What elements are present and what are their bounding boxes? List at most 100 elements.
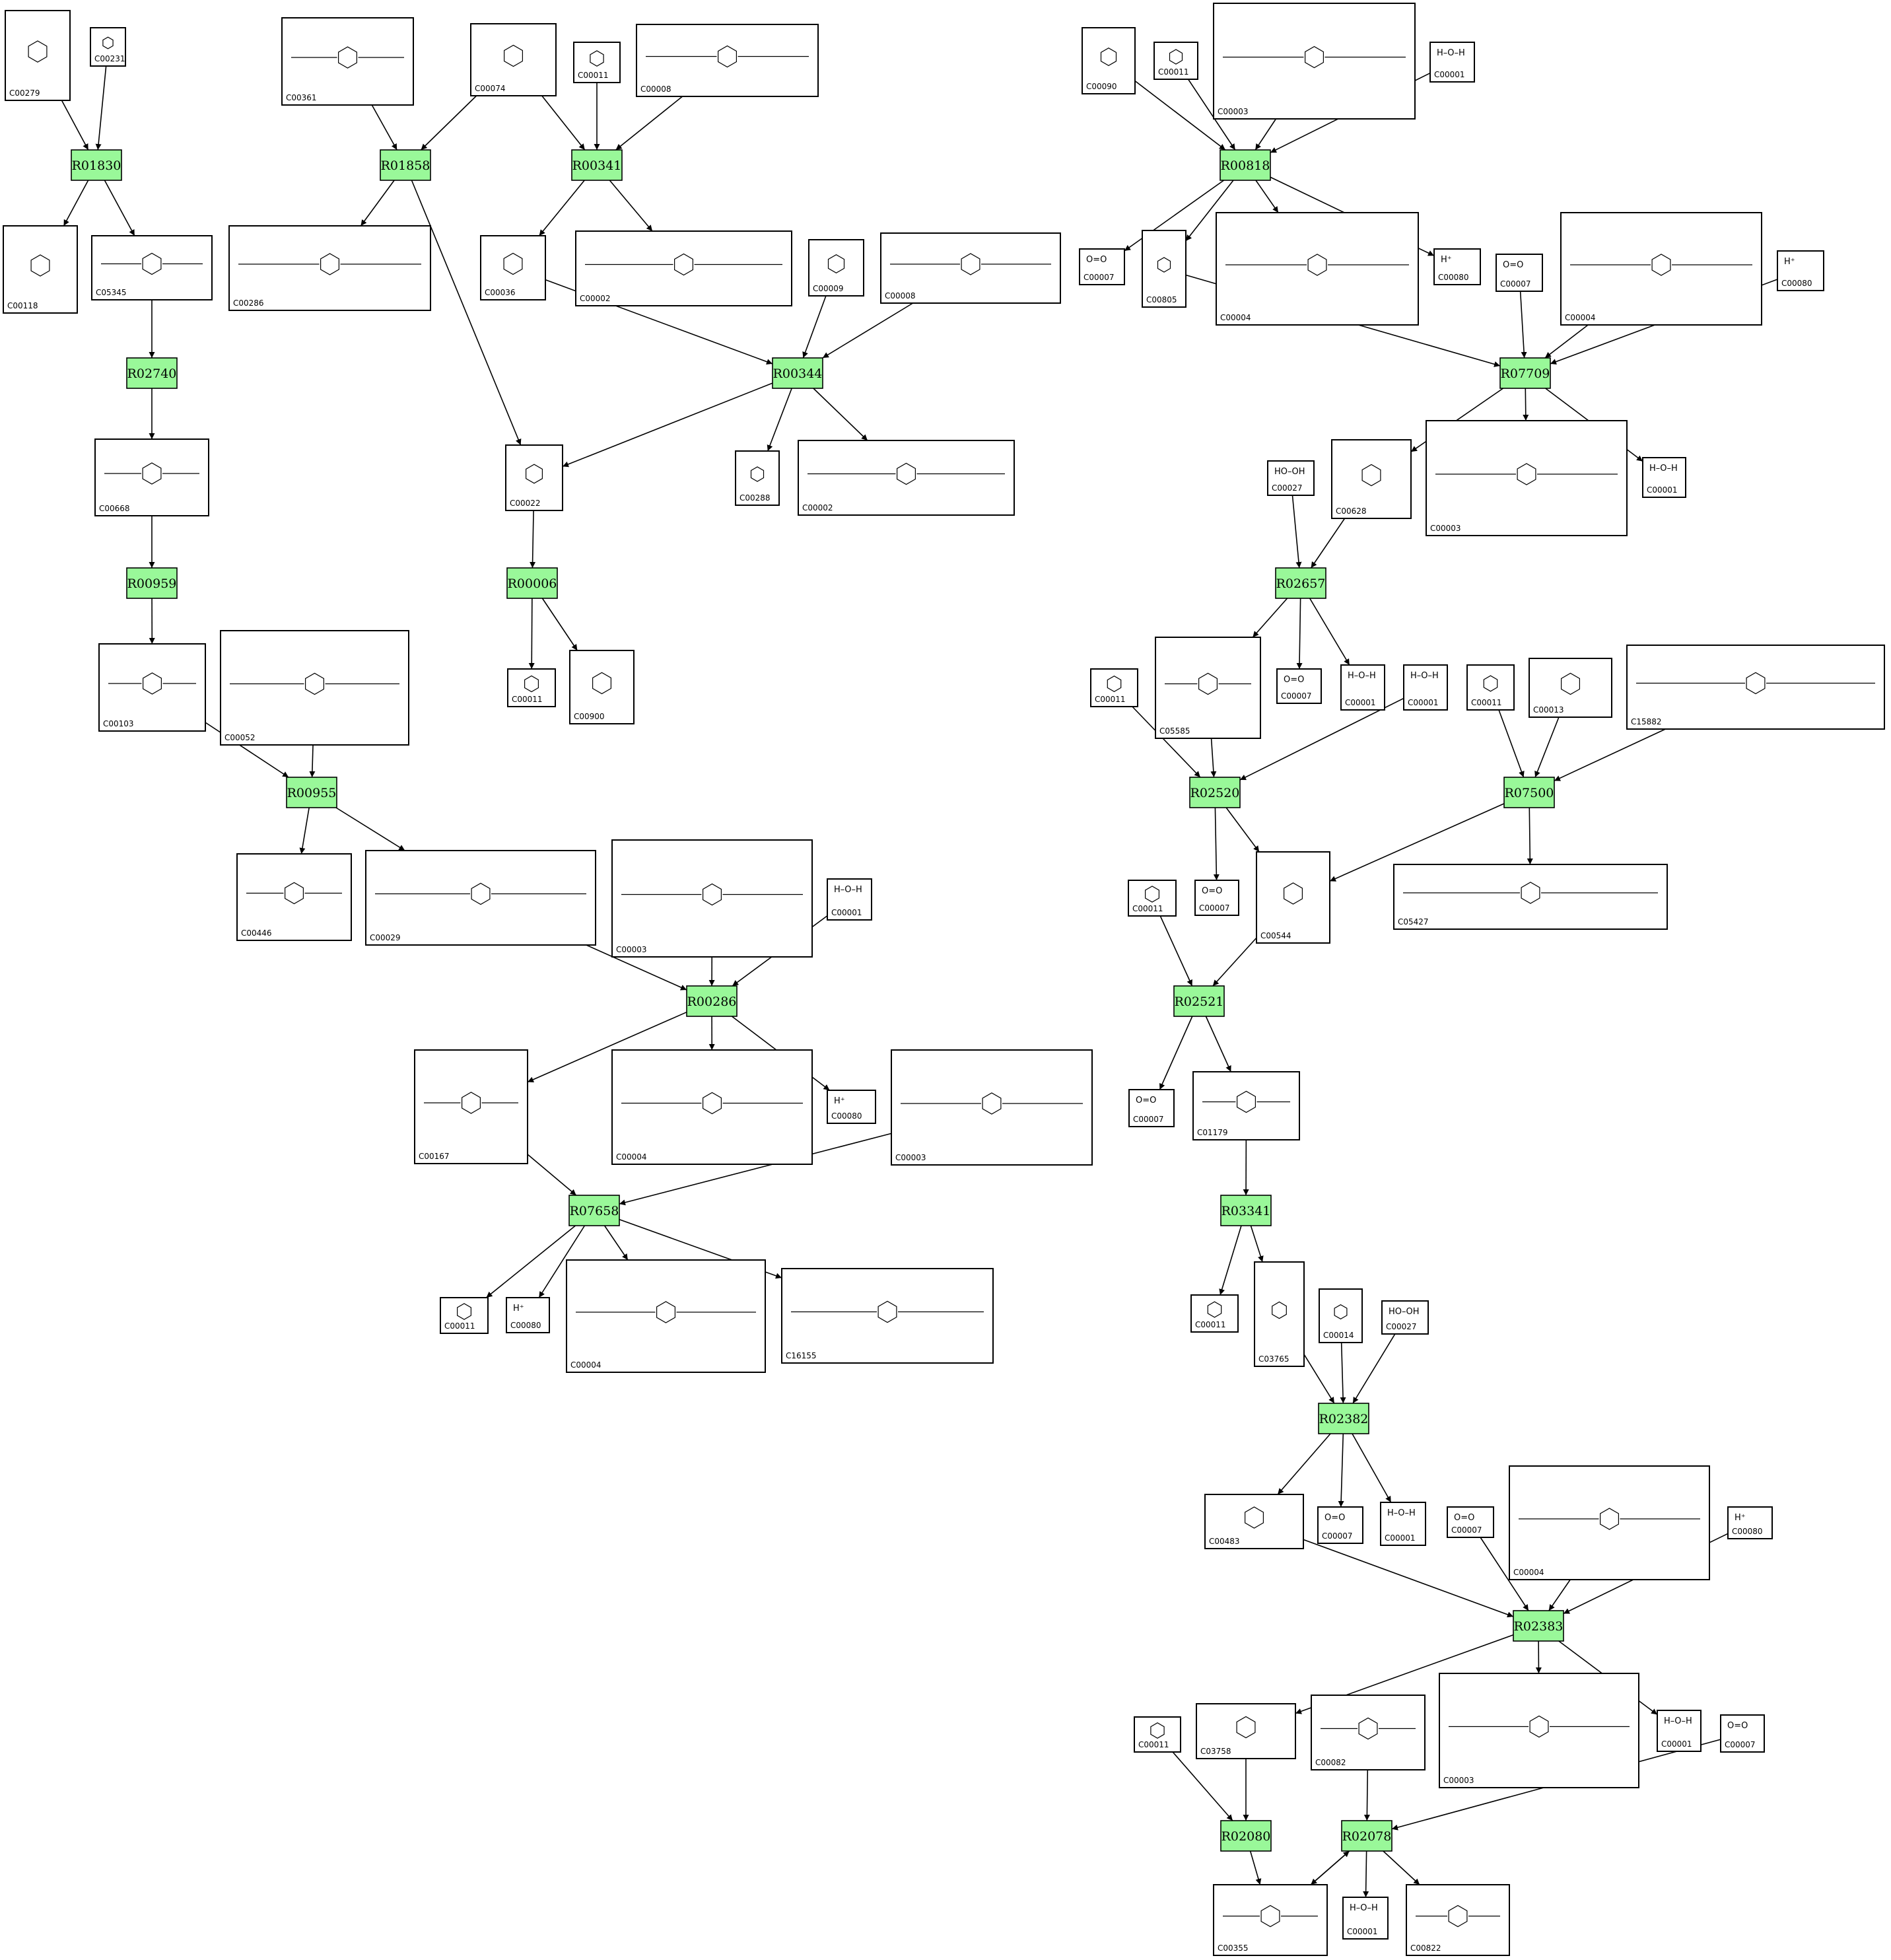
reaction-node-R00006[interactable]: R00006 [506,567,558,599]
compound-node-c00008_b[interactable]: C00008 [880,232,1061,304]
reaction-node-R02521[interactable]: R02521 [1173,985,1225,1017]
reaction-node-R07658[interactable]: R07658 [568,1195,620,1226]
compound-node-c00029[interactable]: C00029 [365,850,596,946]
compound-node-c00013[interactable]: C00013 [1529,658,1612,718]
compound-node-c00004_a[interactable]: C00004 [611,1049,813,1165]
compound-node-c00103[interactable]: C00103 [98,643,206,732]
compound-node-c00004_d[interactable]: C00004 [1560,212,1762,326]
compound-node-c00003_a[interactable]: C00003 [611,839,813,958]
compound-node-c00446[interactable]: C00446 [236,853,352,941]
reaction-node-R02080[interactable]: R02080 [1220,1820,1272,1852]
compound-node-c00008_a[interactable]: C00008 [636,24,819,97]
compound-node-c00011_a[interactable]: C00011 [573,42,621,83]
reaction-node-R02657[interactable]: R02657 [1275,567,1326,599]
reaction-node-R00959[interactable]: R00959 [126,567,178,599]
compound-node-c00288[interactable]: C00288 [735,450,780,506]
reaction-node-R07500[interactable]: R07500 [1503,777,1555,808]
compound-node-c00090[interactable]: C00090 [1082,27,1136,94]
compound-node-c00279[interactable]: C00279 [5,10,71,101]
compound-node-c00082[interactable]: C00082 [1311,1695,1426,1770]
compound-node-c00004_b[interactable]: C00004 [566,1259,766,1373]
compound-node-c00231[interactable]: C00231 [90,27,126,67]
reaction-node-R03341[interactable]: R03341 [1220,1195,1272,1226]
compound-node-c05345[interactable]: C05345 [91,235,213,300]
compound-node-c03765[interactable]: C03765 [1254,1261,1305,1367]
compound-node-c00022[interactable]: C00022 [505,444,563,511]
compound-node-c00286[interactable]: C00286 [228,225,431,311]
reaction-node-R02383[interactable]: R02383 [1513,1610,1564,1642]
reaction-node-R00344[interactable]: R00344 [772,357,823,389]
compound-node-c00355[interactable]: C00355 [1213,1884,1328,1956]
compound-node-c00011_c[interactable]: C00011 [440,1297,489,1334]
reaction-node-R01858[interactable]: R01858 [380,149,431,181]
compound-node-c00080_c[interactable]: H⁺C00080 [1433,248,1481,285]
compound-node-c00167[interactable]: C00167 [414,1049,528,1164]
compound-node-c00003_e[interactable]: C00003 [1439,1673,1639,1788]
compound-node-c05585[interactable]: C05585 [1155,637,1261,739]
compound-node-c00003_c[interactable]: C00003 [1213,3,1416,120]
compound-node-c00011_h[interactable]: C00011 [1190,1294,1239,1333]
compound-node-c00805[interactable]: C00805 [1142,230,1186,308]
compound-node-c00004_c[interactable]: C00004 [1216,212,1419,326]
reaction-node-R02382[interactable]: R02382 [1318,1403,1369,1434]
compound-node-c00011_e[interactable]: C00011 [1090,668,1138,707]
compound-node-c00014[interactable]: C00014 [1319,1288,1363,1343]
reaction-node-R00286[interactable]: R00286 [686,985,738,1017]
compound-node-c00003_d[interactable]: C00003 [1426,420,1628,536]
compound-node-c00118[interactable]: C00118 [3,225,78,314]
compound-node-c00822[interactable]: C00822 [1406,1884,1510,1956]
compound-node-c01179[interactable]: C01179 [1192,1071,1300,1140]
compound-node-c00009_a[interactable]: C00009 [808,239,864,297]
compound-node-c00011_b[interactable]: C00011 [507,668,556,707]
compound-node-c00074[interactable]: C00074 [470,23,557,96]
compound-node-c00080_b[interactable]: H⁺C00080 [506,1297,550,1333]
reaction-node-R00818[interactable]: R00818 [1220,149,1271,181]
reaction-node-R00955[interactable]: R00955 [286,777,337,808]
reaction-node-R02520[interactable]: R02520 [1189,777,1241,808]
reaction-node-R02078[interactable]: R02078 [1341,1820,1392,1852]
compound-node-c16155[interactable]: C16155 [781,1268,994,1364]
compound-node-c00036[interactable]: C00036 [480,235,546,300]
compound-node-c00011_d[interactable]: C00011 [1153,42,1198,80]
reaction-node-R07709[interactable]: R07709 [1499,357,1551,389]
compound-node-c00080_d[interactable]: H⁺C00080 [1777,250,1824,291]
compound-node-c00052[interactable]: C00052 [220,630,409,746]
reaction-node-R02740[interactable]: R02740 [126,357,178,389]
compound-node-c00011_g[interactable]: C00011 [1128,880,1177,917]
compound-node-c00080_a[interactable]: H⁺C00080 [827,1090,876,1124]
compound-node-c00900[interactable]: C00900 [569,650,635,724]
compound-node-c00002_a[interactable]: C00002 [575,230,792,306]
compound-node-c00544[interactable]: C00544 [1256,851,1330,944]
reaction-node-R01830[interactable]: R01830 [71,149,122,181]
compound-node-c00011_i[interactable]: C00011 [1134,1716,1181,1753]
compound-node-c00011_f[interactable]: C00011 [1466,664,1515,711]
reaction-node-R00341[interactable]: R00341 [571,149,623,181]
compound-node-c00668[interactable]: C00668 [94,438,209,516]
compound-node-c00361[interactable]: C00361 [281,17,414,106]
compound-node-c00628[interactable]: C00628 [1331,439,1412,519]
compound-node-c05427[interactable]: C05427 [1393,864,1668,930]
compound-node-c00483[interactable]: C00483 [1204,1494,1304,1549]
compound-node-c15882[interactable]: C15882 [1626,645,1885,730]
compound-node-c00080_e[interactable]: H⁺C00080 [1727,1506,1773,1539]
compound-node-c03758[interactable]: C03758 [1196,1703,1296,1759]
compound-node-c00003_b[interactable]: C00003 [891,1049,1093,1166]
